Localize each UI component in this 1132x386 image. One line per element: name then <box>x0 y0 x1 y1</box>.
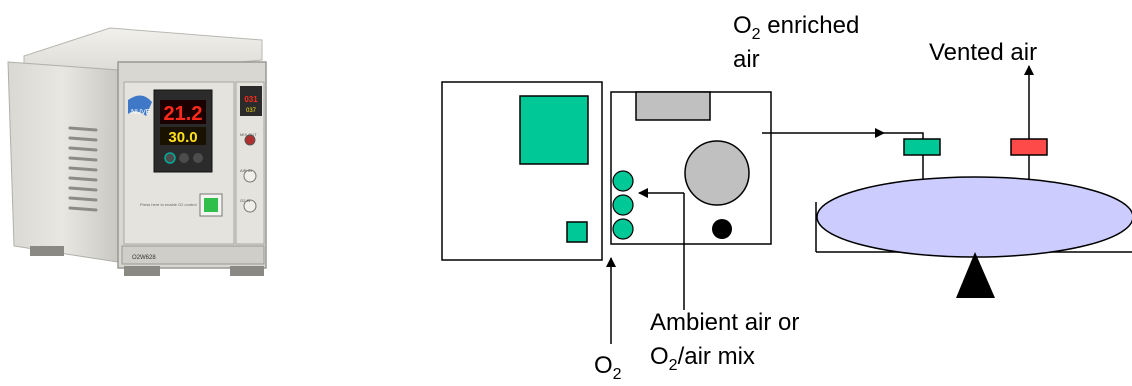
port-o2-in[interactable] <box>243 199 257 213</box>
controller-left-display-top: 21.2 <box>164 103 203 125</box>
panel-note: Press here to enable O2 control <box>140 202 197 207</box>
port-label-air: AIR IN <box>240 168 252 173</box>
port-label-o2: O2 IN <box>240 198 251 203</box>
chamber <box>816 176 1132 258</box>
chamber-vent-valve <box>1010 138 1048 156</box>
controller-left-display-bottom-bg <box>160 127 206 145</box>
port-label-mix: MIX OUT <box>240 132 257 137</box>
balance-fulcrum <box>956 252 995 298</box>
device-vents <box>68 126 98 212</box>
controller-left-display-top-bg <box>160 100 206 124</box>
controller-left-button-2[interactable] <box>179 153 189 163</box>
device-logo: NUVE <box>128 95 152 116</box>
controller-left-button-3[interactable] <box>193 153 203 163</box>
mixer-gauge <box>684 140 750 206</box>
port-indicator <box>244 134 256 146</box>
controller-right-display-sub: 037 <box>246 108 257 114</box>
chamber-inlet-valve <box>903 138 941 156</box>
device-model-label: O2W628 <box>132 255 156 261</box>
inlet-port-middle <box>612 194 634 216</box>
label-air: air <box>733 46 760 73</box>
label-o2-enriched: O2 enriched <box>733 12 859 43</box>
label-vented-air: Vented air <box>929 39 1037 66</box>
inlet-port-bottom <box>612 218 634 240</box>
supply-button <box>566 221 588 243</box>
controller-right <box>240 86 262 116</box>
schematic <box>441 65 1132 344</box>
svg-text:NUVE: NUVE <box>131 109 151 116</box>
device-photo: NUVE 21.2 30.0 031 037 MIX OUT AIR IN O2… <box>7 27 267 276</box>
controller-left-display-bottom: 30.0 <box>168 129 197 146</box>
port-air-in[interactable] <box>243 169 257 183</box>
device-bottom-strip <box>121 245 265 265</box>
label-o2-air-mix: O2/air mix <box>650 343 755 374</box>
label-ambient-air: Ambient air or <box>650 309 799 336</box>
mixer-knob <box>712 219 732 239</box>
controller-left-button-1[interactable] <box>164 152 176 164</box>
device-foot-left <box>30 246 64 256</box>
mixer-outlet-block <box>635 91 711 121</box>
controller-right-display: 031 <box>244 95 258 104</box>
inlet-port-top <box>612 170 634 192</box>
label-o2-bottom: O2 <box>594 352 622 383</box>
power-button[interactable] <box>204 198 218 212</box>
supply-display <box>519 95 589 165</box>
device-foot-front <box>124 266 160 276</box>
device-foot-right <box>230 266 264 276</box>
device-side <box>7 61 119 263</box>
